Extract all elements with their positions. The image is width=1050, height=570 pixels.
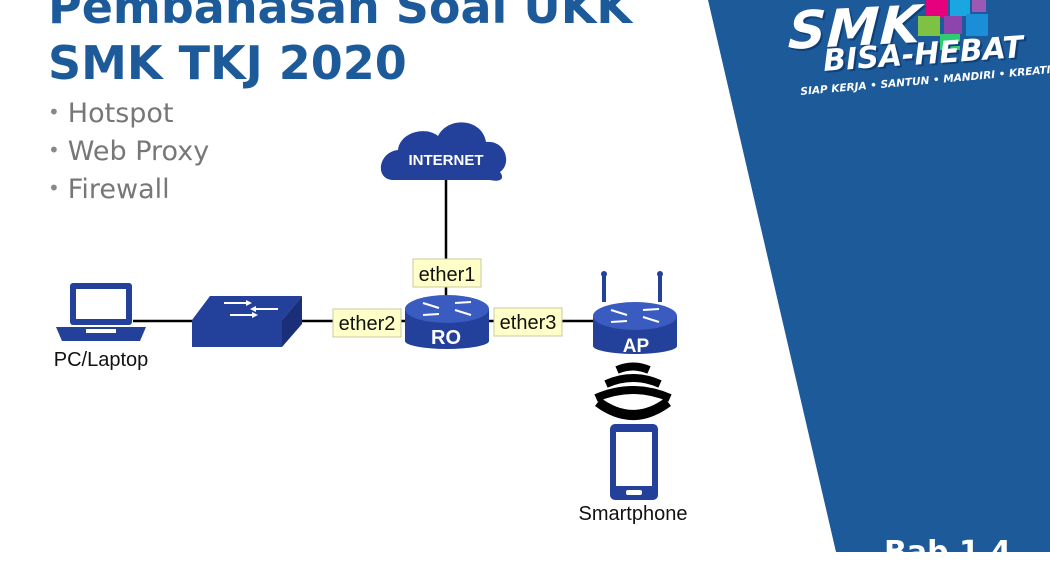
ether2-label: ether2 — [339, 313, 396, 335]
port-label-ether1: ether1 — [412, 258, 482, 288]
pc-label: PC/Laptop — [54, 349, 149, 371]
smartphone-label: Smartphone — [579, 503, 688, 525]
logo-color-blocks-icon — [918, 0, 988, 50]
blue-side-panel — [708, 0, 1050, 552]
port-label-ether2: ether2 — [332, 308, 402, 338]
cloud-label: INTERNET — [409, 152, 484, 169]
laptop-icon — [56, 283, 146, 341]
router-label: RO — [431, 327, 461, 349]
footer-cut-text: Bab 1 4 — [884, 535, 1012, 570]
topic-item-web-proxy: Web Proxy — [48, 133, 209, 171]
switch-icon — [192, 296, 302, 347]
internet-cloud-icon: INTERNET — [380, 122, 507, 181]
topic-list: Hotspot Web Proxy Firewall — [48, 95, 209, 209]
access-point-icon: AP — [593, 271, 677, 357]
slide-title-line1: Pembahasan Soal UKK — [48, 0, 632, 34]
slide-title-line2: SMK TKJ 2020 — [48, 36, 407, 90]
slide-background — [708, 0, 1050, 552]
wifi-signal-icon — [594, 362, 672, 420]
topic-item-hotspot: Hotspot — [48, 95, 209, 133]
router-icon: RO — [405, 295, 489, 349]
ether3-label: ether3 — [500, 312, 557, 334]
ap-label: AP — [623, 336, 650, 357]
ether1-label: ether1 — [419, 264, 476, 286]
network-diagram: INTERNET PC/Laptop RO — [54, 0, 988, 525]
topic-item-firewall: Firewall — [48, 171, 209, 209]
smartphone-icon — [610, 424, 658, 500]
port-label-ether3: ether3 — [493, 307, 563, 337]
